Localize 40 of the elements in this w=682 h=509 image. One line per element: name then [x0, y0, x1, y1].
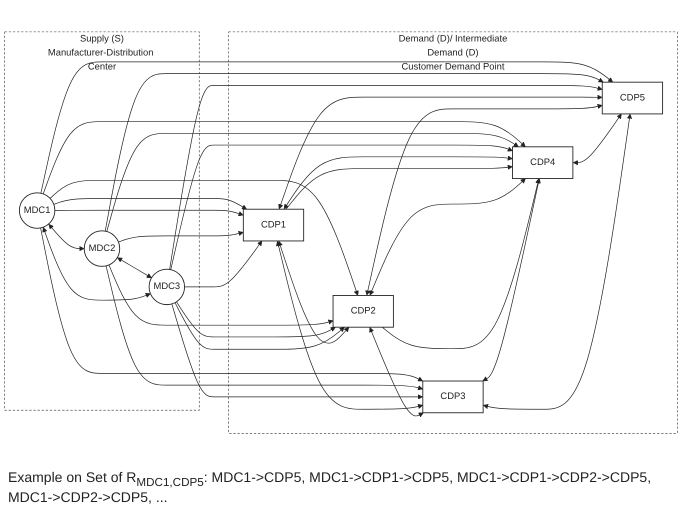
- arrow: [42, 227, 151, 301]
- node-box: CDP5: [602, 82, 664, 114]
- arrow: [365, 104, 602, 296]
- arrow: [48, 224, 84, 252]
- arrow: [118, 230, 244, 242]
- arrow: [176, 301, 336, 338]
- arrow: [171, 304, 424, 400]
- caption: Example on Set of R$_{MDC1,CDP5}$: MDC1->CDP5, MDC1->CDP1->CDP5, MDC1->CDP1->CDP2->CDP5, MDC1->CDP2->CDP5, ...: [7, 468, 652, 507]
- arrow: [108, 264, 334, 326]
- arrow: [40, 62, 613, 194]
- arrow: [54, 210, 244, 216]
- arrow: [106, 266, 424, 390]
- arrow: [106, 132, 519, 232]
- arrow: [369, 178, 526, 296]
- node-box: CDP1: [242, 208, 304, 242]
- arrow: [278, 240, 350, 344]
- node-circle: MDC3: [148, 268, 185, 306]
- arrow: [174, 302, 345, 350]
- arrow: [276, 240, 424, 410]
- arrow: [170, 144, 513, 270]
- arrow: [278, 94, 602, 210]
- node-box: CDP4: [512, 146, 574, 179]
- arrow: [286, 164, 513, 210]
- arrow: [572, 114, 622, 166]
- node-circle: MDC1: [18, 192, 56, 229]
- arrow: [169, 85, 602, 270]
- node-box: CDP3: [422, 380, 484, 414]
- arrow: [50, 180, 359, 296]
- arrow: [104, 73, 604, 232]
- arrow: [42, 121, 526, 194]
- arrow: [40, 228, 424, 382]
- arrow: [284, 156, 513, 210]
- arrow: [53, 198, 247, 210]
- arrow: [117, 258, 152, 278]
- node-circle: MDC2: [84, 230, 120, 267]
- arrow: [482, 178, 541, 382]
- arrow: [369, 327, 424, 418]
- node-box: CDP2: [332, 295, 394, 328]
- arrow: [184, 240, 262, 288]
- arrow: [483, 114, 632, 410]
